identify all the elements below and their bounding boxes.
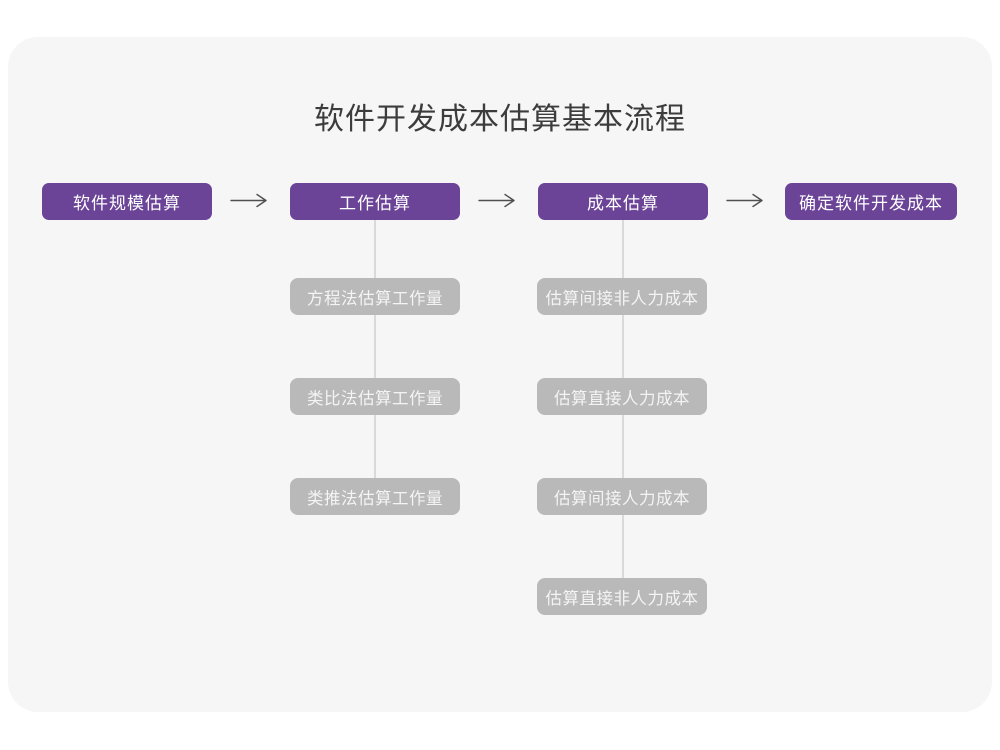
right-arrow-icon [230,193,267,208]
sub-node-direct-non-labor-cost: 估算直接非人力成本 [537,578,707,615]
right-arrow-icon [478,193,515,208]
sub-node-extrapolation-method: 类推法估算工作量 [290,478,460,515]
right-arrow-icon [726,193,763,208]
sub-node-direct-labor-cost: 估算直接人力成本 [537,378,707,415]
sub-node-equation-method: 方程法估算工作量 [290,278,460,315]
flow-node-work-estimation: 工作估算 [290,183,460,220]
connector-line-work-estimation [374,220,376,492]
sub-node-indirect-labor-cost: 估算间接人力成本 [537,478,707,515]
flow-node-cost-estimation: 成本估算 [538,183,708,220]
sub-node-analogy-method: 类比法估算工作量 [290,378,460,415]
diagram-title: 软件开发成本估算基本流程 [314,103,686,136]
flow-node-software-scale-estimation: 软件规模估算 [42,183,212,220]
sub-node-indirect-non-labor-cost: 估算间接非人力成本 [537,278,707,315]
flow-node-determine-dev-cost: 确定软件开发成本 [785,183,957,220]
diagram-card [8,37,992,712]
